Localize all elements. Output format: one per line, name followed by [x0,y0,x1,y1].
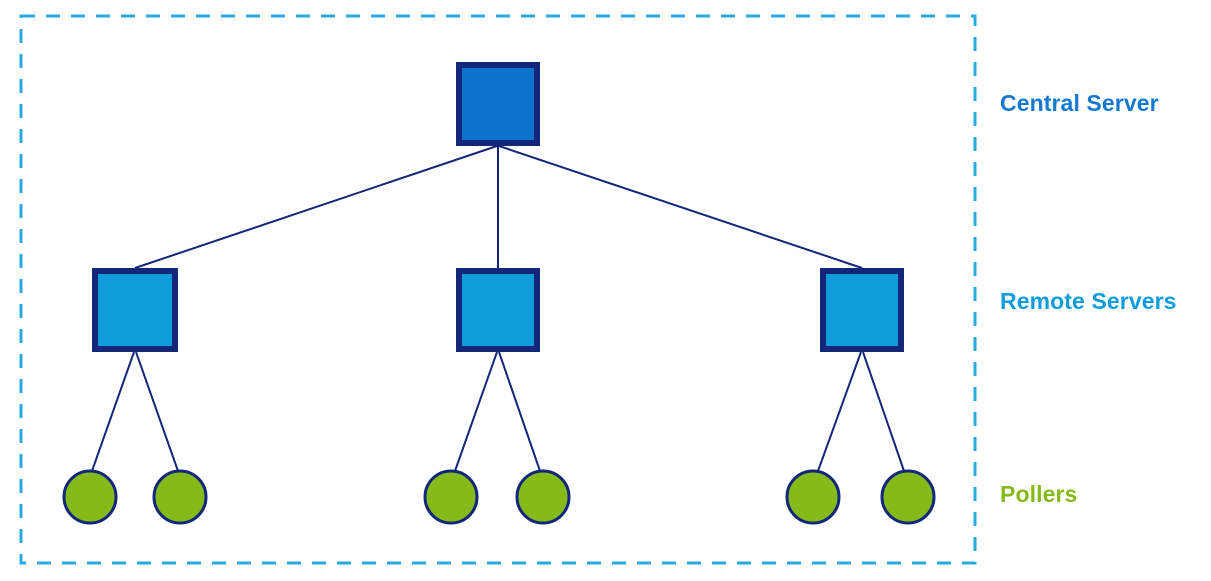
link-remote-3-to-poller-5 [817,351,862,472]
poller-node-1[interactable] [62,469,118,525]
deployment-boundary [19,14,977,565]
connection-lines [91,145,905,472]
poller-node-6[interactable] [880,469,936,525]
tier-label-pollers: Pollers [1000,481,1078,507]
link-remote-3-to-poller-6 [862,351,905,472]
link-remote-2-to-poller-4 [498,351,541,472]
link-remote-1-to-poller-1 [91,351,135,472]
node-shapes [62,62,936,525]
link-central-to-remote-3 [498,145,863,269]
tier-label-remote-servers: Remote Servers [1000,288,1177,314]
link-remote-1-to-poller-2 [135,351,179,472]
central-server-node[interactable] [456,62,540,146]
link-central-to-remote-1 [134,145,498,269]
poller-node-4[interactable] [515,469,571,525]
poller-node-3[interactable] [423,469,479,525]
remote-server-node-3[interactable] [820,268,904,352]
poller-node-2[interactable] [152,469,208,525]
link-remote-2-to-poller-3 [454,351,498,472]
poller-node-5[interactable] [785,469,841,525]
tier-label-central-server: Central Server [1000,90,1159,116]
remote-server-node-1[interactable] [92,268,178,352]
remote-server-node-2[interactable] [456,268,540,352]
